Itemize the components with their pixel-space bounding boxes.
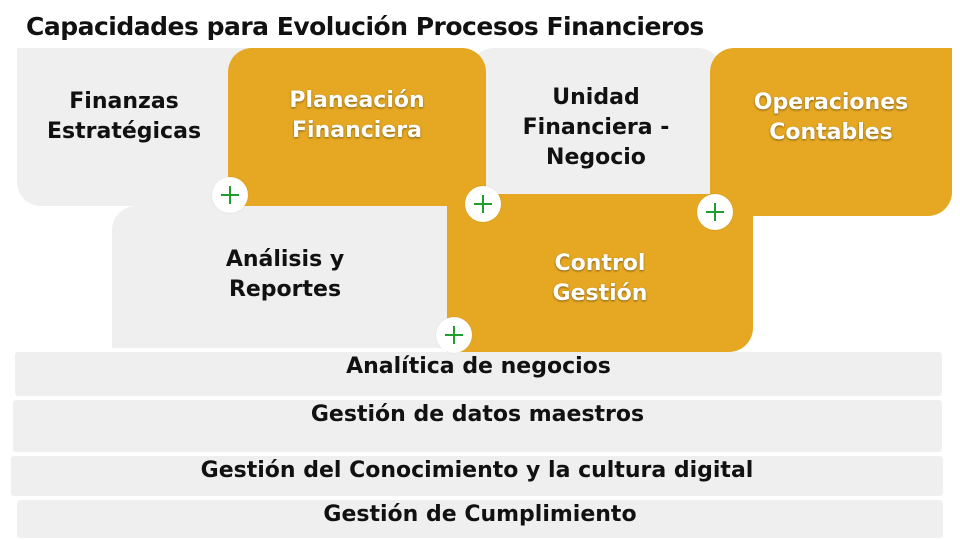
bar-gestion-datos-maestros[interactable]: Gestión de datos maestros — [13, 400, 942, 452]
bar-label: Analítica de negocios — [346, 354, 611, 379]
tile-label: Unidad Financiera - Negocio — [522, 85, 670, 170]
tile-label: Finanzas Estratégicas — [47, 89, 202, 144]
plus-icon[interactable] — [436, 317, 472, 353]
tile-analisis-reportes[interactable]: Análisis y Reportes — [112, 206, 458, 348]
page-title: Capacidades para Evolución Procesos Fina… — [26, 12, 704, 41]
tile-unidad-financiera[interactable]: Unidad Financiera - Negocio — [470, 48, 722, 208]
tile-label: Operaciones Contables — [753, 90, 909, 145]
bar-gestion-cumplimiento[interactable]: Gestión de Cumplimiento — [17, 500, 943, 538]
bar-label: Gestión del Conocimiento y la cultura di… — [200, 458, 754, 483]
bar-analitica-negocios[interactable]: Analítica de negocios — [15, 352, 942, 396]
tile-label: Planeación Financiera — [289, 88, 425, 143]
tile-finanzas-estrategicas[interactable]: Finanzas Estratégicas — [17, 48, 253, 206]
plus-icon[interactable] — [212, 177, 248, 213]
plus-icon[interactable] — [697, 194, 733, 230]
bar-gestion-conocimiento[interactable]: Gestión del Conocimiento y la cultura di… — [11, 456, 943, 496]
bar-label: Gestión de datos maestros — [310, 402, 645, 427]
bar-label: Gestión de Cumplimiento — [323, 502, 637, 527]
plus-icon[interactable] — [465, 186, 501, 222]
tile-operaciones-contables[interactable]: Operaciones Contables — [710, 48, 952, 216]
tile-label: Análisis y Reportes — [225, 247, 345, 302]
tile-planeacion-financiera[interactable]: Planeación Financiera — [228, 48, 486, 214]
tile-label: Control Gestión — [552, 251, 648, 306]
